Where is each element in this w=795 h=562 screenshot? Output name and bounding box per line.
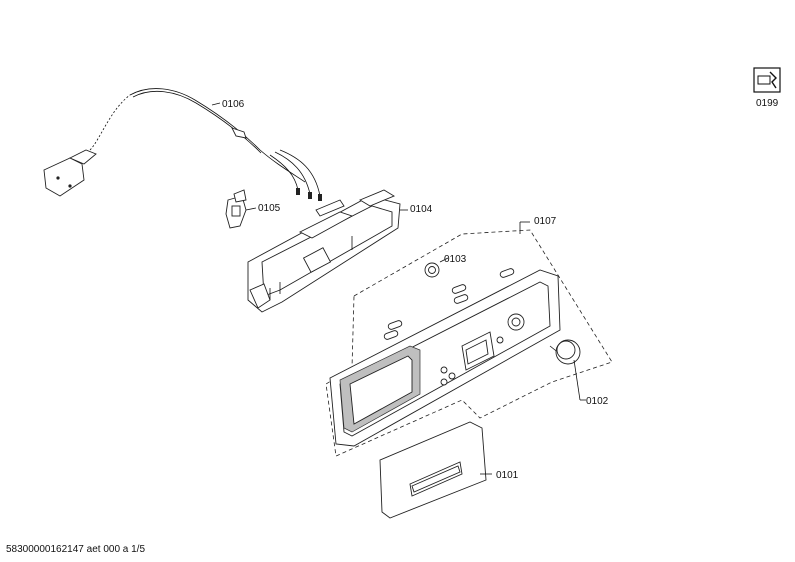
knob-insert-drawing <box>424 257 449 278</box>
knob-drawing <box>549 339 586 401</box>
control-panel-drawing <box>329 269 561 447</box>
service-icon-label: 0199 <box>756 98 779 109</box>
control-module-drawing <box>247 189 408 313</box>
document-code: 58300000162147 aet 000 a 1/5 <box>6 544 146 555</box>
power-cable-drawing <box>43 88 322 201</box>
part-label-0103: 0103 <box>444 254 467 265</box>
connector-drawing <box>225 189 257 229</box>
part-label-0102: 0102 <box>586 396 609 407</box>
wrench-service-icon <box>753 67 781 93</box>
part-label-0101: 0101 <box>496 470 519 481</box>
drawer-handle-drawing <box>379 421 492 519</box>
part-label-0107: 0107 <box>534 216 557 227</box>
part-label-0106: 0106 <box>222 99 245 110</box>
part-label-0105: 0105 <box>258 203 281 214</box>
part-label-0104: 0104 <box>410 204 433 215</box>
light-guides-drawing <box>383 268 515 340</box>
